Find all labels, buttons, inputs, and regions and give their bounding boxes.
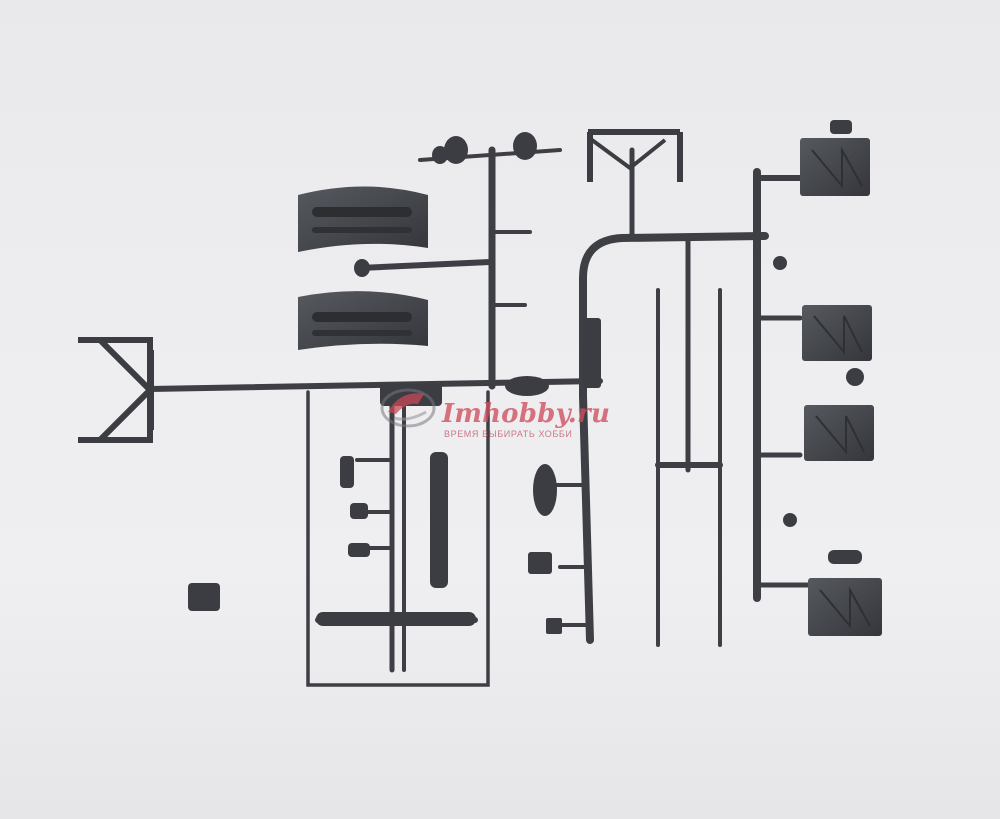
left-bracket [78, 337, 155, 443]
mirror-3 [804, 405, 874, 461]
small-parts [188, 120, 864, 634]
runner-knob [354, 259, 370, 277]
leaf-spring-lower [298, 291, 428, 350]
mirror-1 [800, 138, 870, 196]
watermark: Imhobby.ru ВРЕМЯ ВЫБИРАТЬ ХОББИ [378, 378, 611, 448]
mirror-4 [808, 578, 882, 636]
lower-right-runner [579, 392, 594, 644]
leaf-spring-upper [298, 186, 428, 252]
watermark-logo-text: Imhobby.ru [442, 399, 611, 429]
watermark-car-logo-icon [380, 388, 436, 428]
watermark-slogan: ВРЕМЯ ВЫБИРАТЬ ХОББИ [444, 429, 573, 439]
upper-runner [357, 259, 493, 271]
lower-frame [306, 390, 490, 687]
top-bracket [587, 129, 683, 182]
mirror-2 [802, 305, 872, 361]
bent-runner [579, 232, 769, 400]
